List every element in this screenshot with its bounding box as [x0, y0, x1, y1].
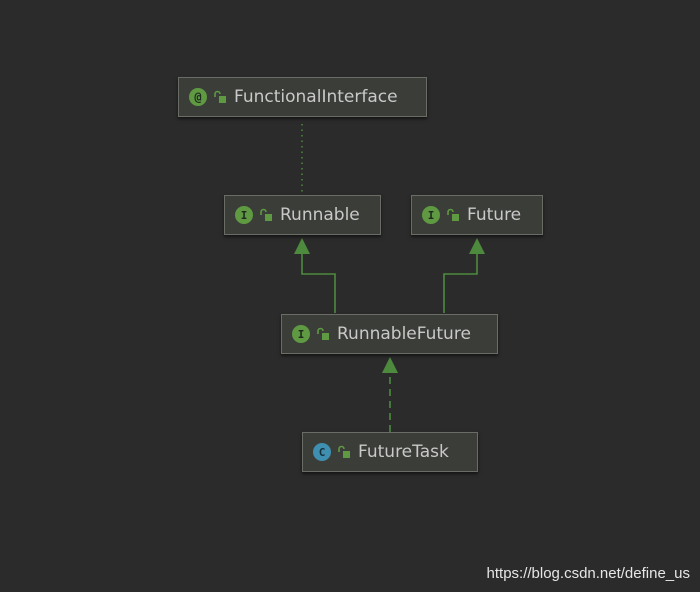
lock-open-icon [214, 90, 226, 103]
node-label: Future [467, 205, 522, 225]
interface-icon: I [422, 206, 440, 224]
arrowhead-runnable [294, 238, 310, 254]
class-icon: C [313, 443, 331, 461]
node-runnablefuture[interactable]: I RunnableFuture [281, 314, 498, 354]
node-label: Runnable [280, 205, 360, 225]
interface-icon: I [235, 206, 253, 224]
arrowhead-runnablefuture [382, 357, 398, 373]
annotation-icon: @ [189, 88, 207, 106]
edge-runnablefuture-to-runnable [301, 252, 336, 313]
lock-open-icon [447, 208, 459, 221]
node-runnable[interactable]: I Runnable [224, 195, 381, 235]
lock-open-icon [260, 208, 272, 221]
lock-open-icon [317, 327, 329, 340]
node-label: FunctionalInterface [234, 87, 398, 107]
watermark: https://blog.csdn.net/define_us [486, 565, 690, 582]
node-future[interactable]: I Future [411, 195, 543, 235]
node-futuretask[interactable]: C FutureTask [302, 432, 478, 472]
arrowhead-future [469, 238, 485, 254]
interface-icon: I [292, 325, 310, 343]
node-label: FutureTask [358, 442, 449, 462]
node-functionalinterface[interactable]: @ FunctionalInterface [178, 77, 427, 117]
node-label: RunnableFuture [337, 324, 471, 344]
lock-open-icon [338, 445, 350, 458]
edge-runnablefuture-to-future [443, 252, 478, 313]
